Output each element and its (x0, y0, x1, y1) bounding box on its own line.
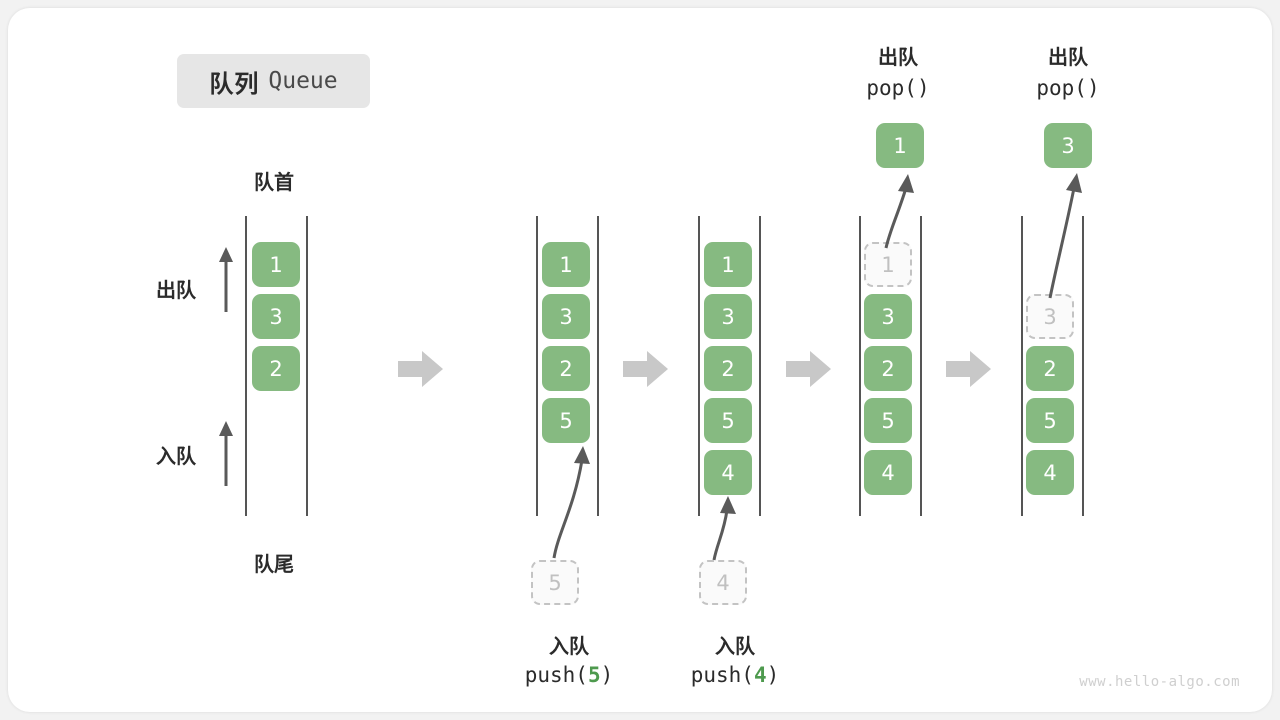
pop-1-label-cn: 出队 (878, 45, 918, 69)
push-4-label-code: push(4) (691, 663, 780, 687)
title-chinese: 队列 (209, 69, 260, 98)
queue-rail-left-4 (859, 216, 861, 516)
queue-item: 3 (864, 294, 912, 339)
queue-item: 2 (1026, 346, 1074, 391)
queue-rail-right-4 (920, 216, 922, 516)
queue-rail-left-1 (245, 216, 247, 516)
queue-item-new: 4 (704, 450, 752, 495)
queue-item: 3 (252, 294, 300, 339)
queue-item: 4 (864, 450, 912, 495)
ghost-item: 1 (864, 242, 912, 287)
queue-rail-left-5 (1021, 216, 1023, 516)
pop-1-suffix: ) (916, 76, 930, 100)
dequeue-label: 出队 (156, 278, 196, 302)
push-4-suffix: ) (766, 663, 780, 687)
tail-label: 队尾 (254, 552, 294, 576)
push-4-prefix: push( (690, 663, 754, 687)
ghost-item: 4 (699, 560, 747, 605)
queue-item: 1 (704, 242, 752, 287)
queue-item: 5 (1026, 398, 1074, 443)
pop-1-prefix: pop( (866, 76, 917, 100)
pop-3-label-code: pop() (1036, 76, 1099, 100)
enqueue-direction-arrow (219, 421, 233, 486)
pop-arrow-3 (1048, 173, 1082, 299)
title-english: Queue (268, 68, 338, 94)
queue-item: 3 (704, 294, 752, 339)
pop-3-suffix: ) (1086, 76, 1100, 100)
queue-item: 5 (864, 398, 912, 443)
queue-item: 3 (542, 294, 590, 339)
push-5-label-cn: 入队 (549, 634, 589, 658)
queue-item: 1 (542, 242, 590, 287)
flow-arrow-icon (786, 349, 832, 389)
queue-item: 2 (704, 346, 752, 391)
title-badge: 队列 Queue (177, 54, 370, 108)
push-5-prefix: push( (524, 663, 588, 687)
pop-arrow-1 (884, 174, 914, 249)
watermark: www.hello-algo.com (1079, 674, 1240, 690)
queue-item: 2 (542, 346, 590, 391)
push-5-label-code: push(5) (525, 663, 614, 687)
queue-item: 1 (252, 242, 300, 287)
head-label: 队首 (254, 170, 294, 194)
push-5-value: 5 (587, 663, 601, 687)
queue-item-new: 5 (542, 398, 590, 443)
dequeue-direction-arrow (219, 247, 233, 312)
flow-arrow-icon (623, 349, 669, 389)
queue-rail-right-1 (306, 216, 308, 516)
push-4-label-cn: 入队 (715, 634, 755, 658)
queue-item: 5 (704, 398, 752, 443)
ghost-item: 3 (1026, 294, 1074, 339)
queue-rail-right-2 (597, 216, 599, 516)
push-arrow-4 (712, 496, 736, 561)
ghost-item: 5 (531, 560, 579, 605)
queue-rail-right-3 (759, 216, 761, 516)
enqueue-label: 入队 (156, 444, 196, 468)
pop-3-label-cn: 出队 (1048, 45, 1088, 69)
popped-item: 3 (1044, 123, 1092, 168)
queue-rail-left-3 (698, 216, 700, 516)
push-4-value: 4 (753, 663, 767, 687)
flow-arrow-icon (946, 349, 992, 389)
queue-item: 2 (252, 346, 300, 391)
flow-arrow-icon (398, 349, 444, 389)
diagram-card: 队列 Queue 队首 队尾 出队 入队 1 3 2 (8, 8, 1272, 712)
queue-rail-right-5 (1082, 216, 1084, 516)
queue-rail-left-2 (536, 216, 538, 516)
push-5-suffix: ) (600, 663, 614, 687)
popped-item: 1 (876, 123, 924, 168)
push-arrow-5 (552, 446, 590, 559)
pop-3-prefix: pop( (1036, 76, 1087, 100)
pop-1-label-code: pop() (866, 76, 929, 100)
queue-item: 4 (1026, 450, 1074, 495)
queue-item: 2 (864, 346, 912, 391)
